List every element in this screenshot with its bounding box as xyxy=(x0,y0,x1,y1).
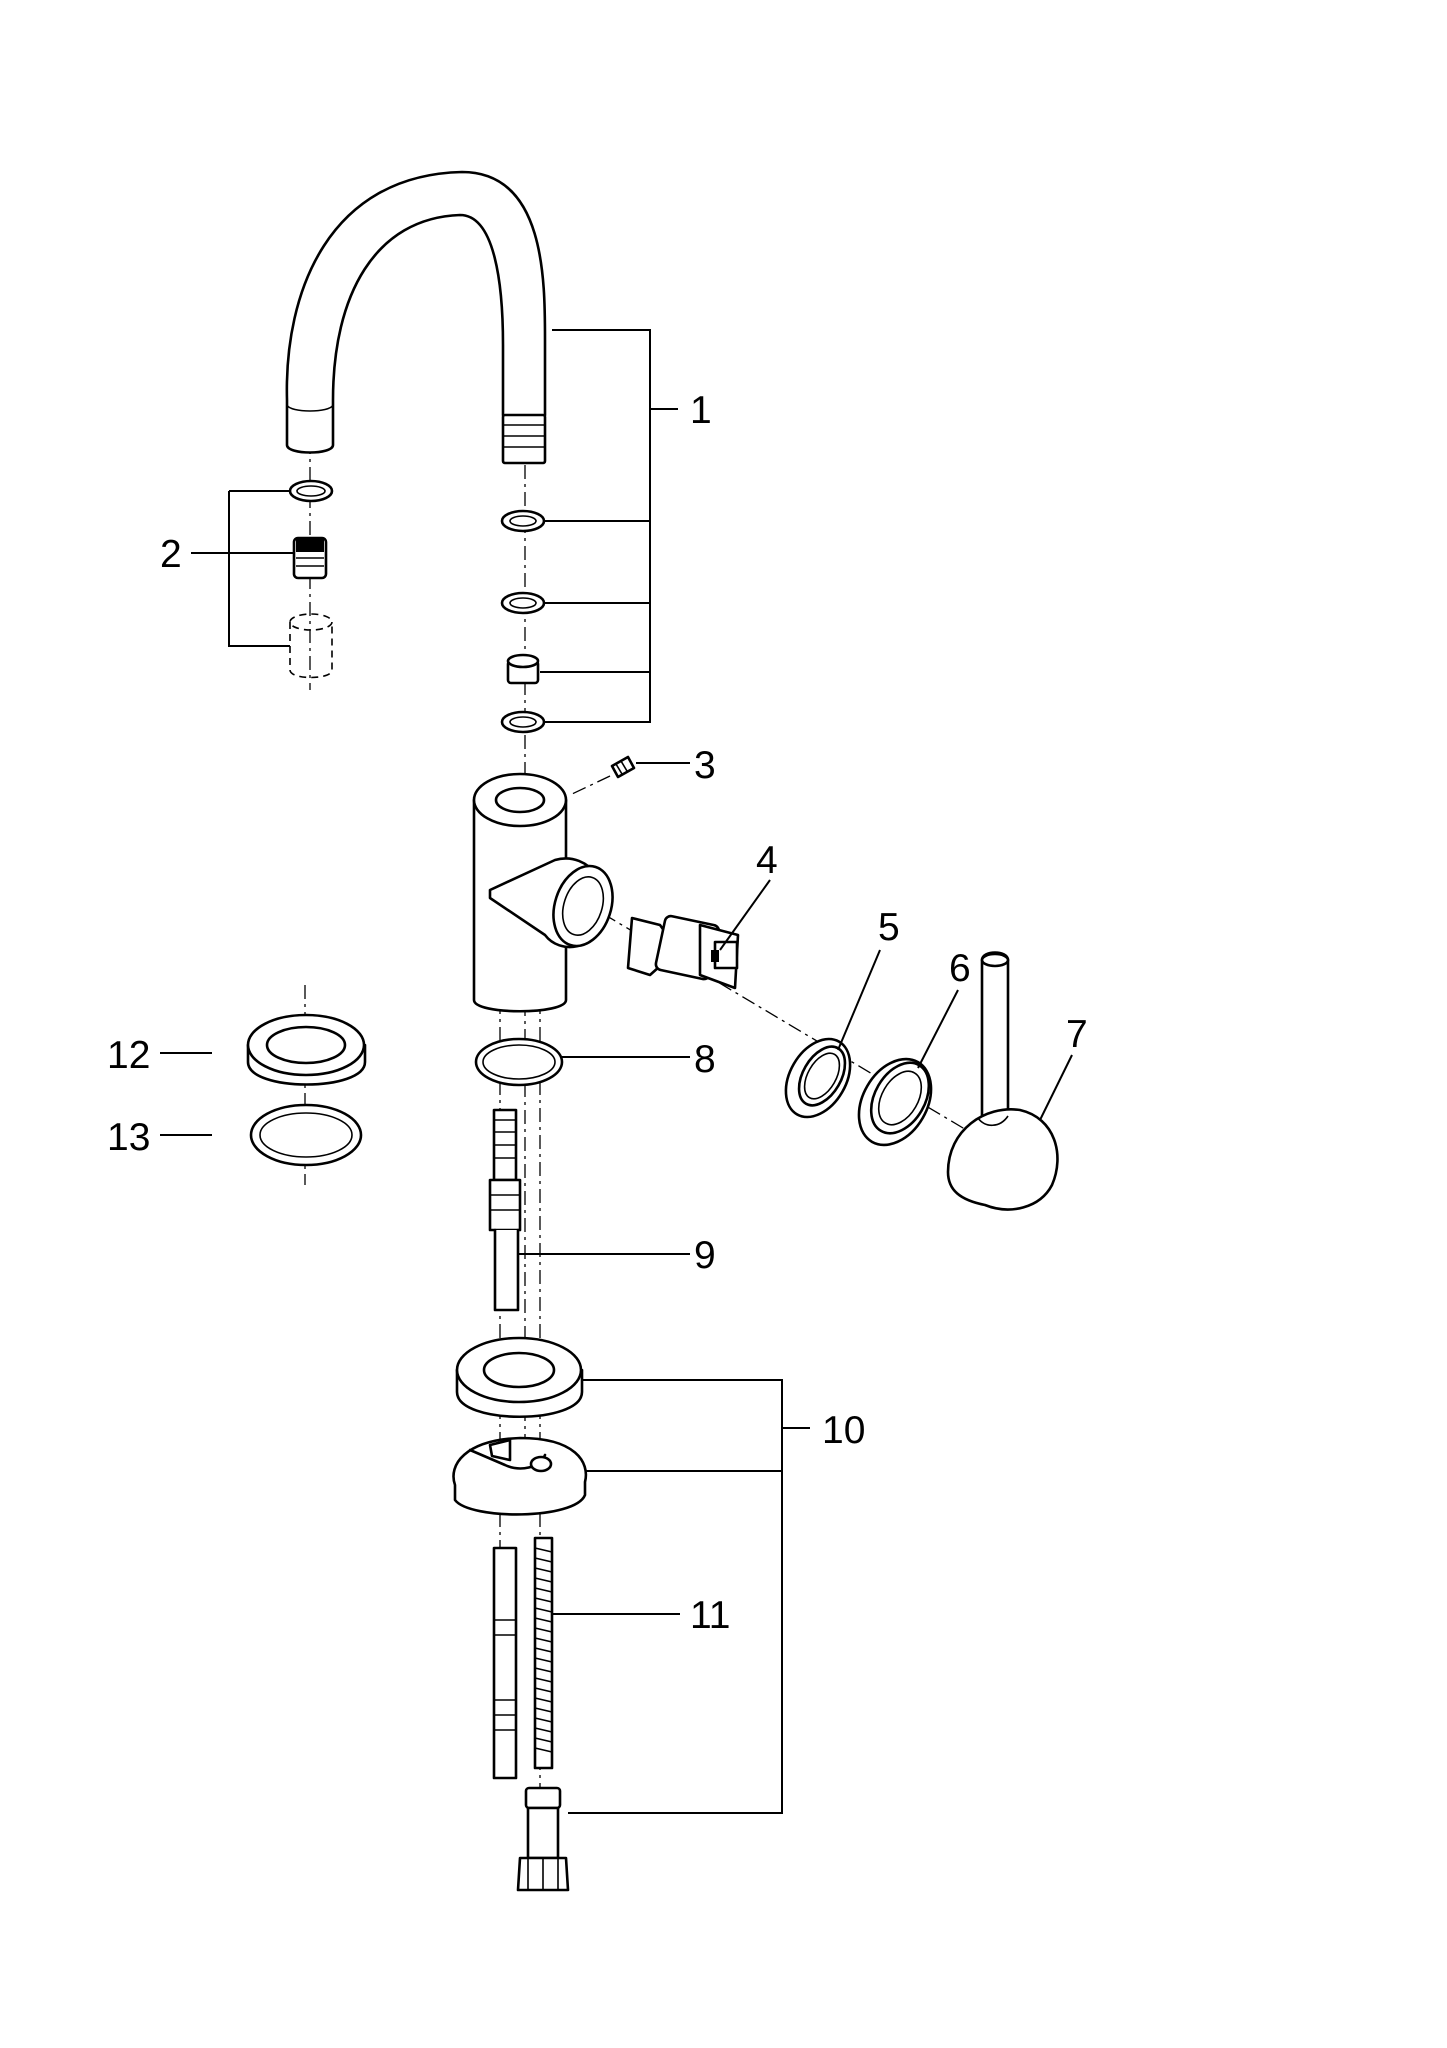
callout-13: 13 xyxy=(107,1116,150,1159)
faucet-body xyxy=(472,772,614,1013)
center-axes xyxy=(304,438,1001,1880)
callout-9: 9 xyxy=(694,1234,716,1277)
threaded-ring xyxy=(784,1037,852,1119)
escutcheon-cap xyxy=(857,1057,933,1147)
spout-assembly xyxy=(285,170,547,734)
callout-4: 4 xyxy=(756,839,778,882)
callout-7: 7 xyxy=(1066,1013,1088,1056)
washer-13 xyxy=(249,1103,363,1167)
spout-seal-ring-1 xyxy=(500,509,546,533)
callout-2: 2 xyxy=(160,533,182,576)
grub-screw xyxy=(610,755,636,779)
callout-12: 12 xyxy=(107,1034,150,1077)
cartridge xyxy=(626,914,740,990)
spout xyxy=(285,170,547,454)
lever-handle xyxy=(946,951,1059,1211)
spout-thread xyxy=(501,413,547,465)
mounting-set xyxy=(452,1336,588,1516)
aerator-assembly xyxy=(288,479,334,679)
body-o-ring xyxy=(474,1037,564,1087)
callout-3: 3 xyxy=(694,744,716,787)
callout-11: 11 xyxy=(690,1594,731,1637)
leader-lines xyxy=(160,329,1073,1814)
horseshoe-plate xyxy=(452,1436,588,1516)
washer-12 xyxy=(246,1013,367,1086)
callout-10: 10 xyxy=(822,1409,865,1452)
threaded-rod xyxy=(492,1536,570,1892)
callout-labels: 1 2 3 4 5 6 7 8 9 10 11 12 13 xyxy=(107,389,1088,1637)
aerator-housing xyxy=(289,622,333,679)
callout-6: 6 xyxy=(949,947,971,990)
supply-hose xyxy=(488,1108,522,1312)
spout-seal-ring-2 xyxy=(500,591,546,615)
spout-seal-ring-3 xyxy=(500,710,546,734)
callout-8: 8 xyxy=(694,1038,716,1081)
callout-5: 5 xyxy=(878,906,900,949)
callout-1: 1 xyxy=(690,389,712,432)
